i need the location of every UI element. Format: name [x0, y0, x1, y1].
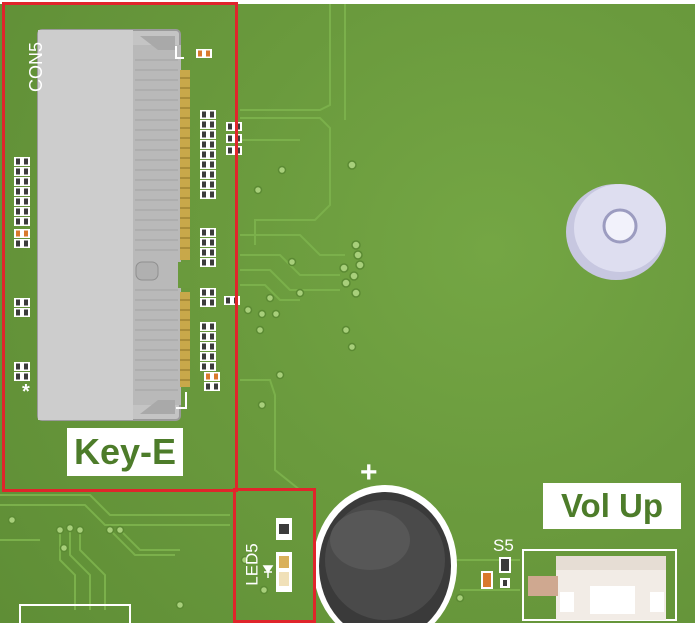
capacitor-polarity-plus: +	[360, 456, 378, 489]
pin1-marker: *	[22, 381, 30, 403]
key-e-label: Key-E	[67, 428, 183, 476]
highlight-m2-key-e	[2, 2, 238, 492]
vol-up-label: Vol Up	[543, 483, 681, 529]
board-edge-top	[0, 0, 700, 4]
s5-label: S5	[493, 536, 514, 555]
board-edge-right	[695, 0, 700, 623]
highlight-led5	[233, 488, 316, 623]
